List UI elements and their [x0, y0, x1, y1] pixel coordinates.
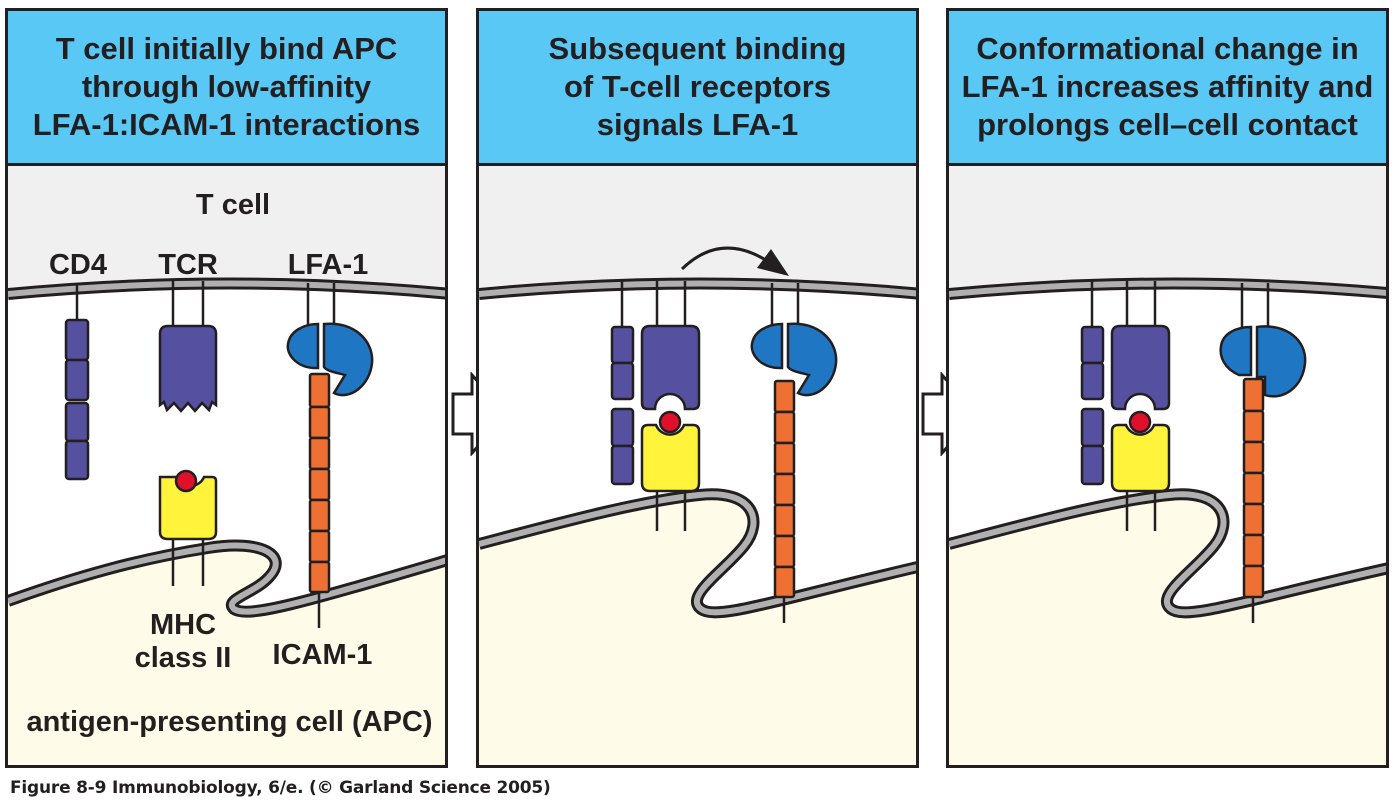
icam1-molecule	[1242, 377, 1265, 623]
tcr-label: TCR	[158, 249, 218, 281]
panel-3-scene	[949, 166, 1386, 765]
peptide	[174, 469, 198, 493]
panel-1-title: T cell initially bind APC through low-af…	[32, 31, 421, 142]
panel-2-header: Subsequent binding of T-cell receptors s…	[479, 11, 916, 166]
cd4-label: CD4	[48, 249, 107, 281]
lfa1-low-affinity	[286, 283, 374, 397]
icam1-molecule	[308, 372, 331, 628]
mhc-class-ii-molecule	[158, 469, 218, 586]
lfa1-high-affinity	[1219, 283, 1307, 398]
panel-3-title: Conformational change in LFA-1 increases…	[961, 31, 1374, 142]
panel-1-header: T cell initially bind APC through low-af…	[8, 11, 445, 166]
apc-region	[479, 494, 916, 765]
icam1-molecule	[773, 379, 796, 623]
t-cell-region	[949, 166, 1386, 294]
cd4-molecule	[1080, 281, 1105, 486]
peptide	[658, 410, 682, 434]
panel-2-scene	[479, 166, 916, 765]
lfa1-low-affinity	[750, 283, 838, 397]
signal-arrow	[680, 246, 765, 271]
panel-1: T cell initially bind APC through low-af…	[5, 8, 448, 768]
apc-region	[949, 494, 1386, 765]
t-cell-region	[8, 166, 445, 294]
panel-2-title: Subsequent binding of T-cell receptors s…	[548, 31, 847, 142]
panel-3-header: Conformational change in LFA-1 increases…	[949, 11, 1386, 166]
peptide	[1128, 410, 1152, 434]
apc-region	[8, 545, 445, 765]
panel-2: Subsequent binding of T-cell receptors s…	[476, 8, 919, 768]
cd4-molecule	[610, 281, 635, 486]
apc-label: antigen-presenting cell (APC)	[26, 706, 433, 738]
t-cell-label: T cell	[195, 189, 271, 221]
t-cell-region	[479, 166, 916, 294]
tcr-molecule	[158, 281, 218, 413]
mhc-class-ii-molecule	[640, 410, 701, 531]
mhc-class-ii-molecule	[1110, 410, 1171, 531]
mhc-class-ii-label: MHC class II	[134, 609, 232, 674]
panel-1-scene	[8, 166, 445, 765]
cd4-molecule	[64, 284, 90, 481]
tcr-molecule	[640, 281, 701, 411]
icam1-label: ICAM-1	[272, 639, 373, 671]
panel-3: Conformational change in LFA-1 increases…	[946, 8, 1389, 768]
figure-caption: Figure 8-9 Immunobiology, 6/e. (© Garlan…	[10, 778, 551, 798]
lfa1-label: LFA-1	[287, 249, 369, 281]
tcr-molecule	[1110, 281, 1171, 411]
